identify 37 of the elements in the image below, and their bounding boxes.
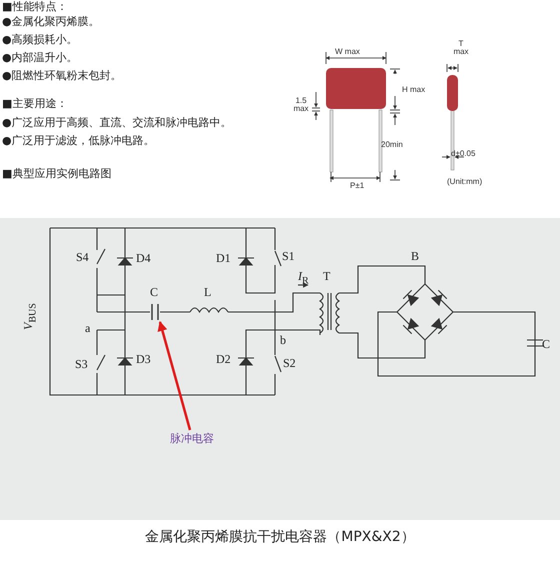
dimension-label: (Unit:mm) <box>447 178 482 186</box>
component-label: C <box>150 286 158 298</box>
dimension-label: W max <box>335 48 360 56</box>
caption: 金属化聚丙烯膜抗干扰电容器（MPX&X2） <box>144 530 416 544</box>
component-label: D1 <box>216 252 231 264</box>
component-label: D3 <box>136 353 151 365</box>
leader-arrow <box>158 321 192 430</box>
dimension-label: T max <box>452 40 470 56</box>
feature-text: ●内部温升小。 <box>2 52 78 63</box>
feature-text: ●广泛用于滤波，低脉冲电路。 <box>2 135 155 146</box>
component-label: S3 <box>75 358 88 370</box>
component-label: D2 <box>216 353 231 365</box>
component-label: L <box>204 286 212 298</box>
component-label: D4 <box>136 252 151 264</box>
feature-text: ●高频损耗小。 <box>2 34 78 45</box>
component-label: T <box>323 270 330 282</box>
dimension-label: 20min <box>381 141 403 149</box>
feature-text: ■典型应用实例电路图 <box>2 168 112 179</box>
component-label: B <box>411 250 420 262</box>
component-label: S4 <box>76 251 89 263</box>
component-label: a <box>85 322 90 334</box>
feature-text: ●阻燃性环氧粉末包封。 <box>2 70 122 81</box>
dimension-label: 1.5 max <box>292 97 310 113</box>
dimension-label: P±1 <box>350 182 364 190</box>
component-label: S2 <box>283 357 296 369</box>
callout-text: 脉冲电容 <box>169 432 215 445</box>
component-label: S1 <box>282 250 295 262</box>
feature-text: ■性能特点： <box>2 1 68 12</box>
feature-text: ●广泛应用于高频、直流、交流和脉冲电路中。 <box>2 117 232 128</box>
capacitor-symbol <box>151 304 159 320</box>
dimension-label: d±0.05 <box>451 150 476 158</box>
component-label: I$_{R}$ <box>298 270 309 286</box>
feature-text: ●金属化聚丙烯膜。 <box>2 16 100 27</box>
dimension-label: H max <box>402 86 426 94</box>
feature-text: ■主要用途： <box>2 98 68 109</box>
component-label: C <box>542 338 550 350</box>
component-label: b <box>280 334 286 346</box>
